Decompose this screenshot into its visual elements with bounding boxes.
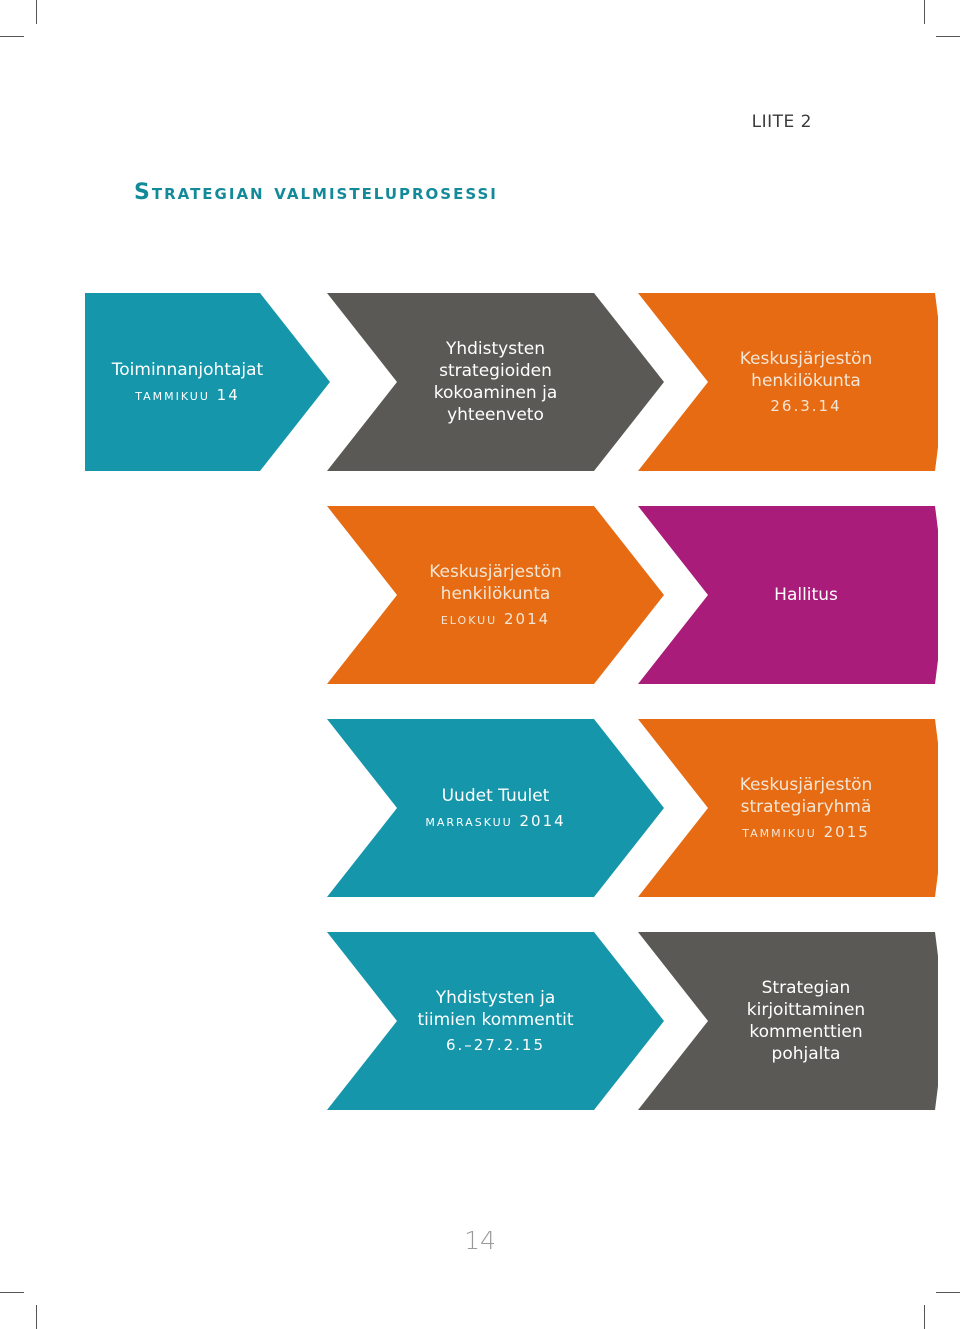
page-title: Strategian valmisteluprosessi [134, 180, 498, 205]
step-title-line: kommenttien [749, 1022, 863, 1042]
process-step: Hallitus [638, 506, 938, 684]
process-step: Toiminnanjohtajat tammikuu 14 [85, 293, 330, 471]
crop-mark [936, 36, 960, 37]
step-title-line: tiimien kommentit [417, 1009, 574, 1030]
step-date: 6.–27.2.15 [445, 1035, 546, 1054]
chevron-shape [638, 719, 938, 897]
crop-mark [924, 0, 925, 24]
step-title-line: Yhdistysten ja [435, 987, 556, 1008]
step-date: 26.3.14 [770, 396, 842, 415]
step-title-line: Strategian [761, 978, 851, 998]
page-number: 14 [464, 1226, 496, 1255]
step-date: elokuu 2014 [440, 609, 551, 628]
step-title-line: Keskusjärjestön [739, 348, 873, 369]
chevron-shape [327, 719, 664, 897]
crop-mark [924, 1305, 925, 1329]
step-label: Uudet Tuulet marraskuu 2014 [425, 785, 565, 832]
step-title-line: pohjalta [771, 1044, 841, 1064]
process-row: Toiminnanjohtajat tammikuu 14 Yhdistysten… [0, 293, 960, 471]
step-title-line: kokoaminen ja [433, 383, 558, 403]
step-date: marraskuu 2014 [425, 811, 566, 830]
step-title-line: henkilökunta [440, 583, 551, 604]
step-label: Toiminnanjohtajat tammikuu 14 [112, 359, 263, 406]
chevron-shape [327, 932, 664, 1110]
crop-mark [36, 1305, 37, 1329]
step-title-line: henkilökunta [751, 370, 861, 391]
step-date: tammikuu 2015 [742, 822, 870, 841]
crop-mark [0, 1292, 24, 1293]
step-title-line: kirjoittaminen [746, 1000, 866, 1020]
crop-mark [36, 0, 37, 24]
step-title-line: Yhdistysten [445, 339, 545, 359]
step-title-line: yhteenveto [447, 405, 544, 425]
chevron-shape [327, 293, 664, 471]
appendix-label: LIITE 2 [751, 112, 812, 132]
chevron-shape [85, 293, 330, 471]
chevron-shape [638, 506, 938, 684]
step-title-line: strategioiden [439, 361, 552, 381]
chevron-shape [638, 293, 938, 471]
step-title-line: Uudet Tuulet [441, 785, 550, 806]
step-title-line: Keskusjärjestön [429, 561, 562, 582]
process-step: Uudet Tuulet marraskuu 2014 [327, 719, 664, 897]
step-title-line: Keskusjärjestön [739, 774, 873, 795]
crop-mark [936, 1292, 960, 1293]
step-title-line: Hallitus [774, 585, 838, 605]
step-date: tammikuu 14 [135, 385, 240, 404]
chevron-shape [327, 506, 664, 684]
crop-mark [0, 36, 24, 37]
step-title-line: strategiaryhmä [740, 796, 872, 817]
process-row: Uudet Tuulet marraskuu 2014 Keskusjärjest… [0, 719, 960, 897]
step-label: Hallitus [774, 584, 838, 606]
step-title-line: Toiminnanjohtajat [111, 359, 264, 380]
chevron-shape [638, 932, 938, 1110]
